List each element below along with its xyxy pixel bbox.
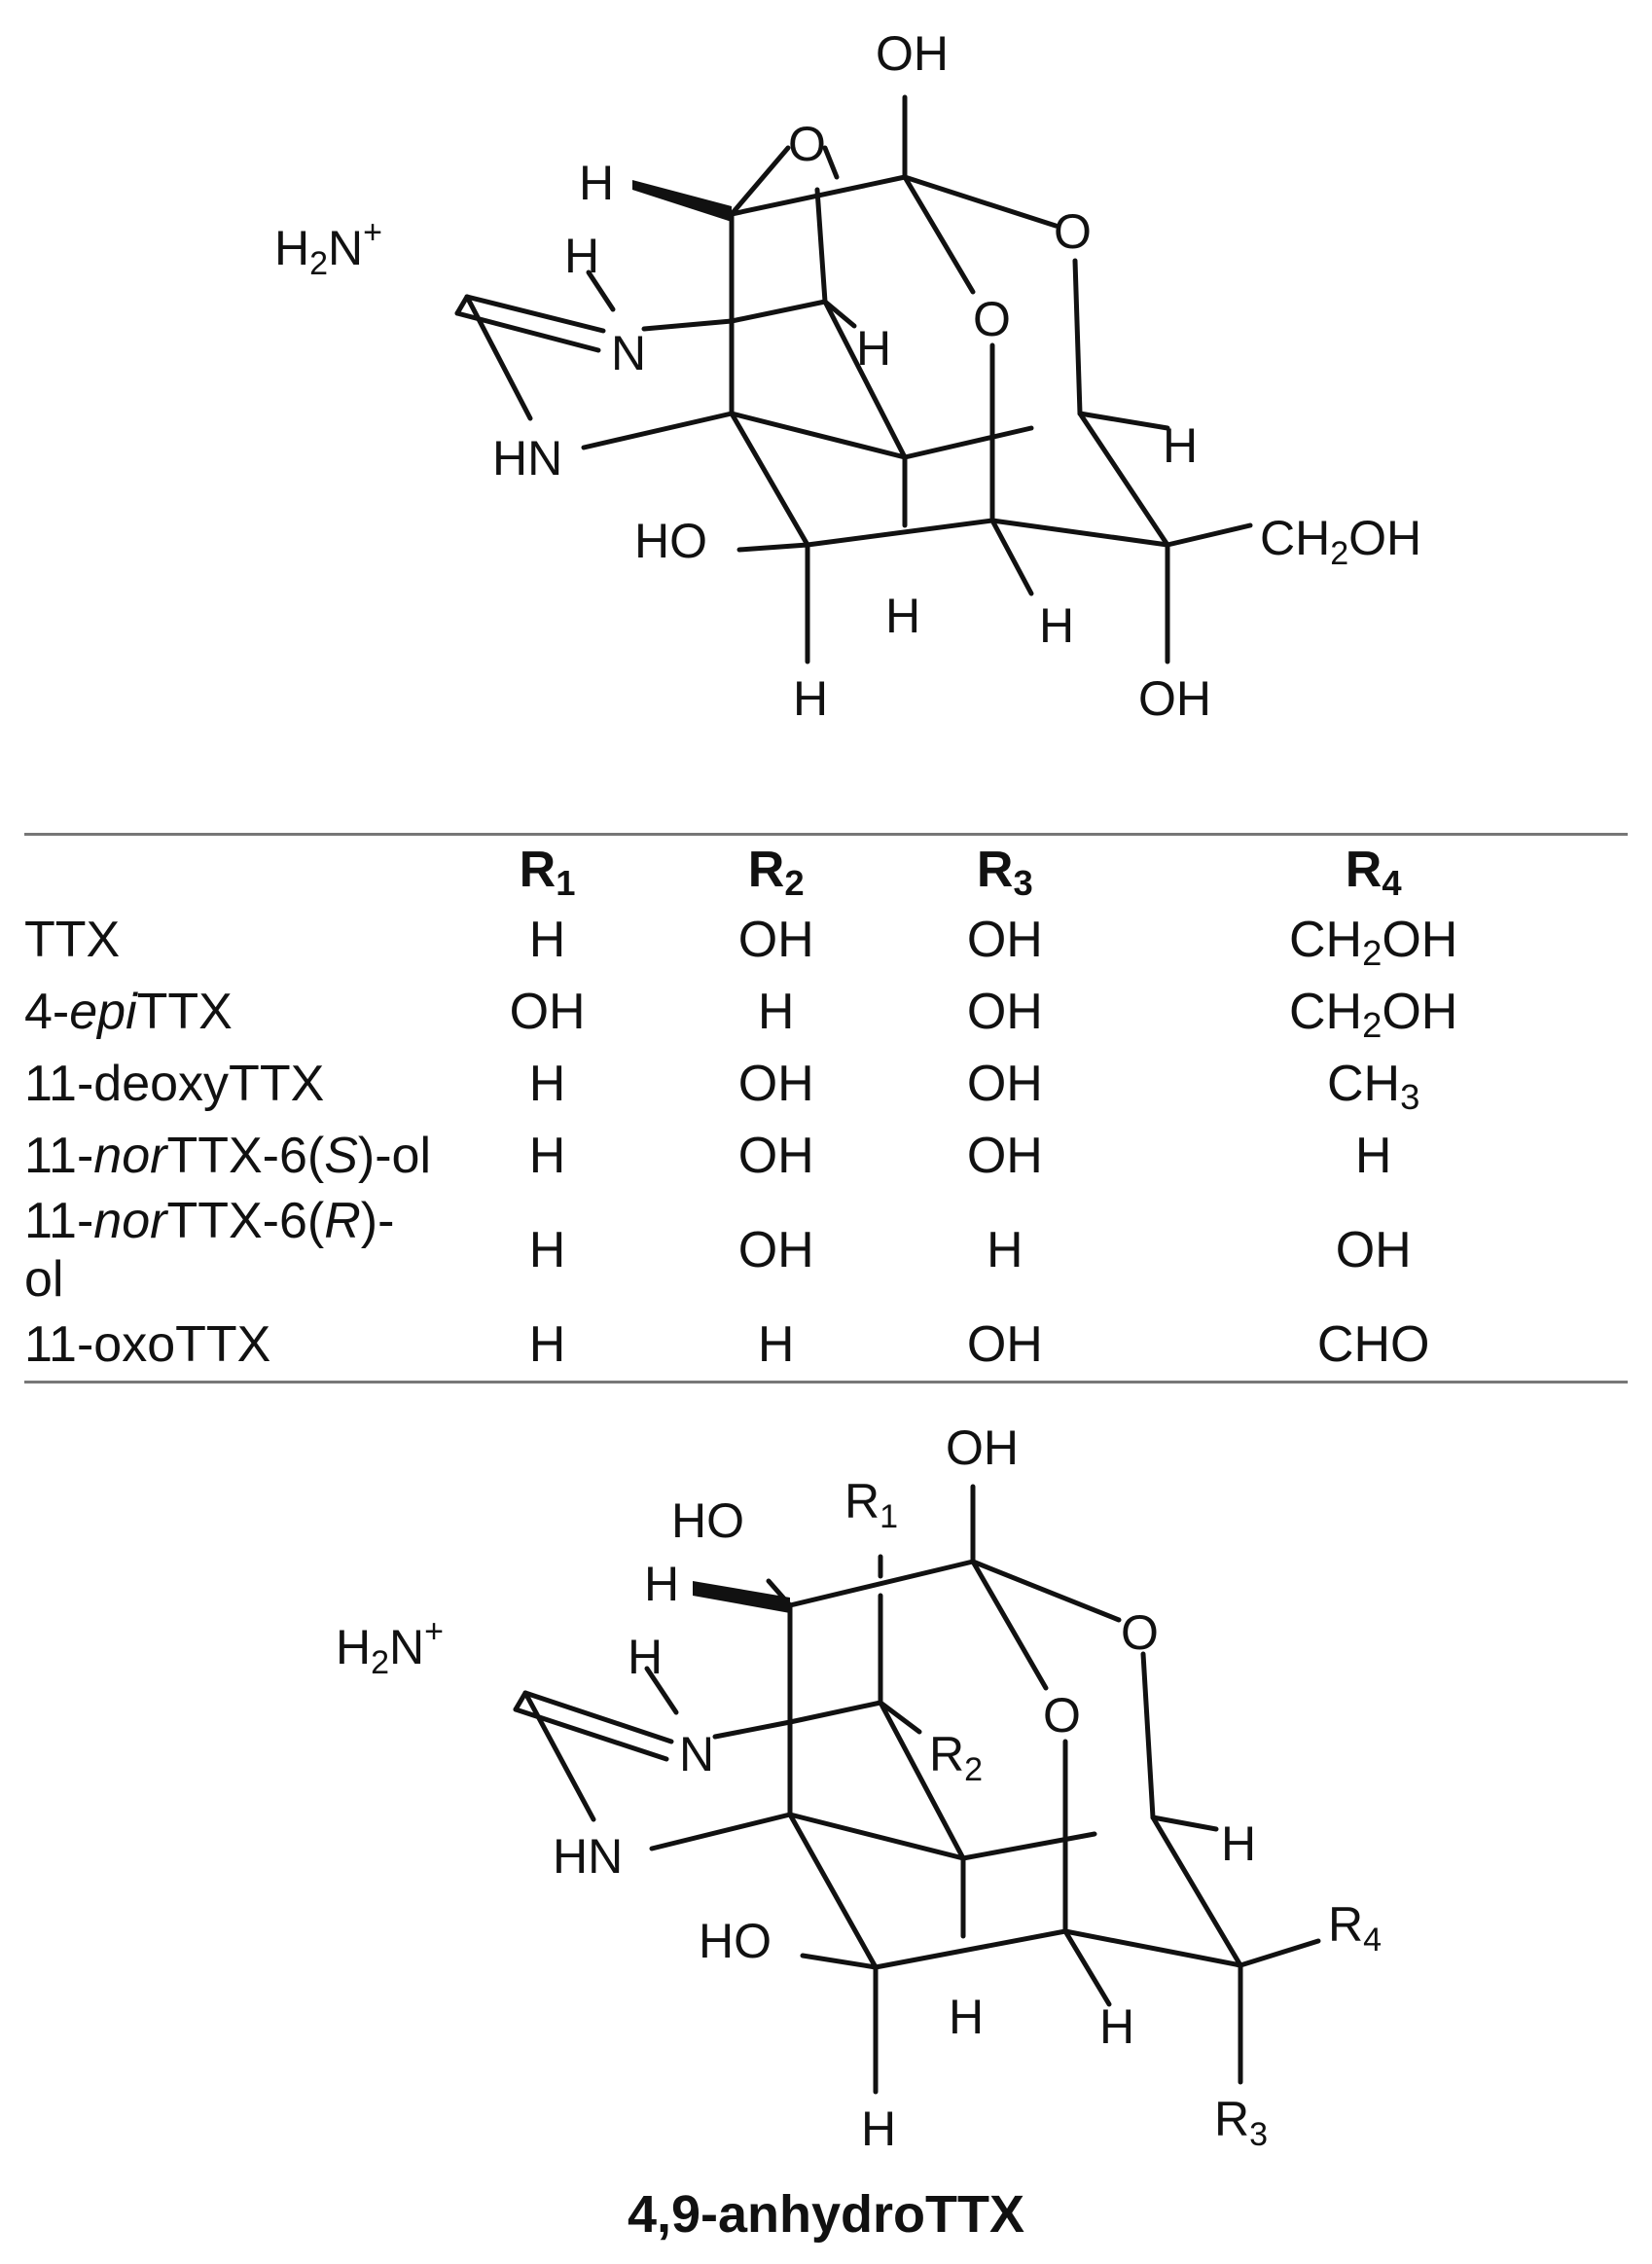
- label-r3: R3: [1214, 2092, 1268, 2153]
- label-h-c5: H: [861, 2102, 896, 2156]
- cell-r1: H: [528, 1316, 566, 1373]
- cell-r4: H: [1354, 1128, 1392, 1184]
- table-row: 11-norTTX-6(R)-ol H OH H OH: [24, 1192, 1628, 1309]
- wedge-bond: [693, 1581, 790, 1613]
- cell-r2: OH: [737, 1056, 814, 1112]
- table-row: 11-deoxyTTX H OH OH CH3: [24, 1048, 1628, 1120]
- header-r4: R4: [1345, 842, 1402, 904]
- label-oh-top: OH: [946, 1420, 1019, 1475]
- label-h-right: H: [1163, 418, 1198, 473]
- label-h2n-plus: H2N+: [336, 1613, 444, 1681]
- label-h-right: H: [1221, 1816, 1256, 1871]
- label-h-wedge: H: [579, 156, 614, 210]
- label-h-nh: H: [628, 1630, 663, 1684]
- anhydro-labels: OH HO R1 H O H2N+ H N R2 O H HN R4 HO H …: [336, 1420, 1382, 2156]
- label-o-center: O: [973, 292, 1011, 346]
- label-h-wedge: H: [644, 1557, 679, 1611]
- cell-r1: H: [528, 1056, 566, 1112]
- label-n: N: [611, 326, 646, 380]
- cell-r4: CH2OH: [1289, 984, 1458, 1046]
- label-h-c9: H: [949, 1990, 984, 2044]
- table-row: 11-oxoTTX H H OH CHO: [24, 1309, 1628, 1383]
- cell-r4: OH: [1335, 1222, 1412, 1278]
- analog-table: R1 R2 R3 R4 TTX H OH OH CH2OH 4-epiTTX O…: [24, 833, 1628, 1384]
- wedge-bond: [632, 180, 732, 222]
- label-ch2oh: CH2OH: [1260, 511, 1421, 572]
- label-hn: HN: [492, 431, 562, 485]
- label-h-c5: H: [793, 671, 828, 726]
- cell-r2: OH: [737, 912, 814, 968]
- cell-r4: CHO: [1316, 1316, 1430, 1373]
- cell-r1: H: [528, 912, 566, 968]
- label-ho-top: HO: [671, 1493, 744, 1548]
- label-hn: HN: [553, 1829, 623, 1884]
- cell-r2: H: [757, 984, 795, 1040]
- label-h-mid: H: [856, 321, 891, 376]
- label-oh-top: OH: [876, 26, 949, 81]
- cell-r2: OH: [737, 1128, 814, 1184]
- cell-r3: OH: [966, 1316, 1043, 1373]
- row-name: 11-norTTX-6(S)-ol: [24, 1128, 432, 1184]
- cell-r4: CH3: [1327, 1056, 1420, 1118]
- label-n: N: [679, 1727, 714, 1781]
- cell-r3: OH: [966, 984, 1043, 1040]
- cell-r2: H: [757, 1316, 795, 1373]
- header-blank: [24, 835, 433, 905]
- table-header-row: R1 R2 R3 R4: [24, 834, 1628, 905]
- cell-r2: OH: [737, 1222, 814, 1278]
- ttx-labels: OH O H H2N+ H N H O O H HN HO CH2OH H H …: [274, 26, 1421, 726]
- cell-r4: CH2OH: [1289, 912, 1458, 974]
- row-name: TTX: [24, 912, 121, 968]
- label-oh-bottom: OH: [1138, 671, 1211, 726]
- label-o-right: O: [1121, 1605, 1159, 1660]
- cell-r3: OH: [966, 1128, 1043, 1184]
- row-name: 4-epiTTX: [24, 984, 233, 1040]
- label-o-right: O: [1054, 204, 1092, 259]
- header-r3: R3: [976, 842, 1033, 904]
- table-row: 4-epiTTX OH H OH CH2OH: [24, 976, 1628, 1048]
- cell-r3: OH: [966, 1056, 1043, 1112]
- cell-r1: OH: [509, 984, 586, 1040]
- cell-r1: H: [528, 1222, 566, 1278]
- label-o-epoxy: O: [788, 117, 826, 171]
- ttx-bonds: [454, 94, 1253, 665]
- label-ho-left: HO: [634, 514, 707, 568]
- cell-r1: H: [528, 1128, 566, 1184]
- row-name: 11-norTTX-6(R)-ol: [24, 1193, 395, 1308]
- ttx-structure: OH O H H2N+ H N H O O H HN HO CH2OH H H …: [274, 26, 1421, 726]
- header-r1: R1: [519, 842, 576, 904]
- row-name: 11-oxoTTX: [24, 1316, 271, 1373]
- anhydro-bonds: [513, 1484, 1321, 2095]
- label-h-c9: H: [885, 589, 920, 643]
- label-o-center: O: [1043, 1688, 1081, 1743]
- cell-r3: H: [987, 1222, 1024, 1278]
- header-r2: R2: [747, 842, 805, 904]
- row-name: 11-deoxyTTX: [24, 1056, 325, 1112]
- label-h-c8: H: [1099, 1999, 1134, 2054]
- label-h-c8: H: [1039, 598, 1074, 653]
- label-r2: R2: [929, 1727, 983, 1788]
- structure-caption: 4,9-anhydroTTX: [627, 2185, 1025, 2244]
- label-r1: R1: [844, 1474, 898, 1535]
- table-row: TTX H OH OH CH2OH: [24, 904, 1628, 976]
- cell-r3: OH: [966, 912, 1043, 968]
- label-r4: R4: [1328, 1897, 1382, 1959]
- table-row: 11-norTTX-6(S)-ol H OH OH H: [24, 1120, 1628, 1192]
- label-ho-left: HO: [699, 1914, 772, 1968]
- label-h-nh: H: [564, 229, 599, 283]
- label-h2n-plus: H2N+: [274, 214, 382, 282]
